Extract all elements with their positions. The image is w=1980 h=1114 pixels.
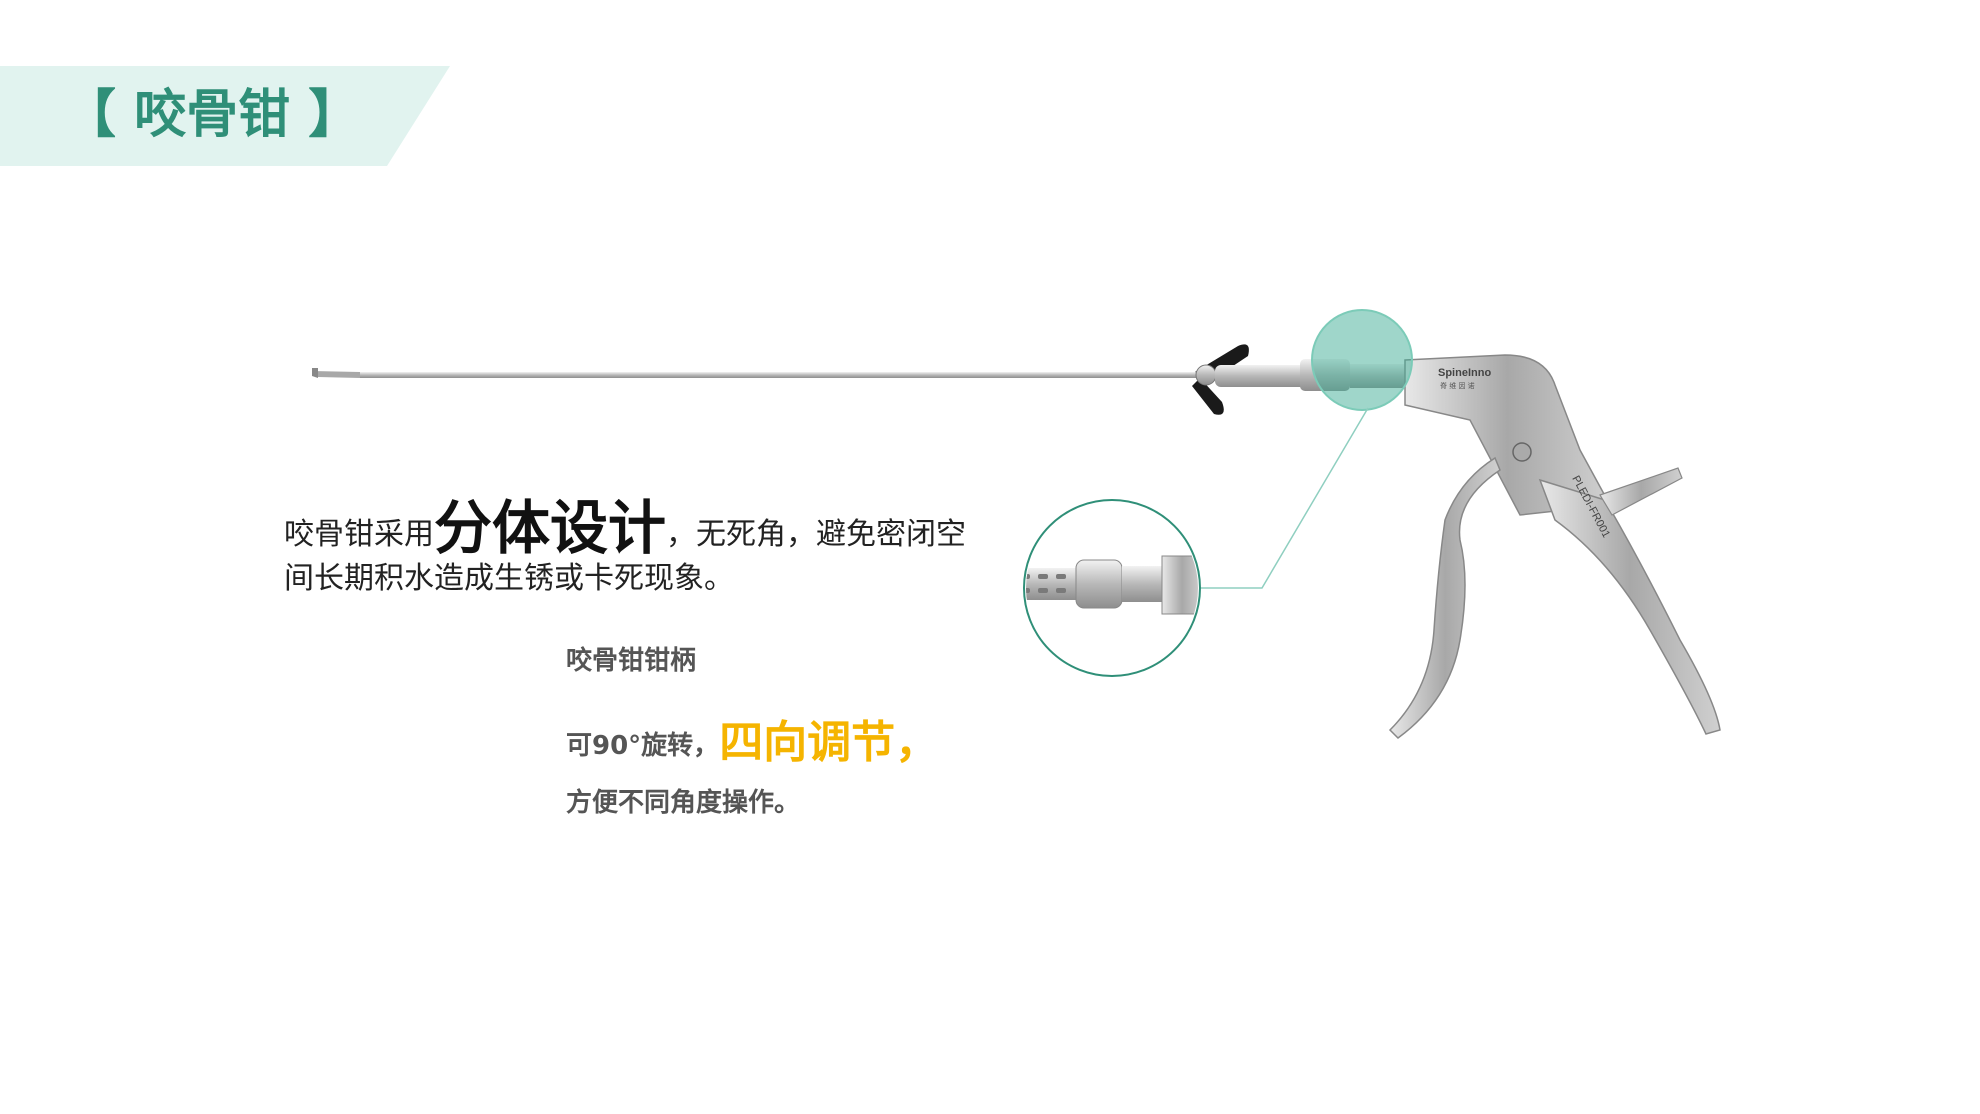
desc-line2: 间长期积水造成生锈或卡死现象。 (284, 561, 734, 596)
four-way-highlight: 四向调节， (719, 717, 940, 768)
desc-prefix: 咬骨钳采用 (284, 517, 434, 552)
handle-section-title: 咬骨钳钳柄 (566, 646, 697, 676)
callout-line (1195, 407, 1369, 589)
split-design-description: 咬骨钳采用分体设计，无死角，避免密闭空 间长期积水造成生锈或卡死现象。 (284, 488, 984, 601)
highlight-circle (1311, 309, 1413, 411)
rongeur-shaft (312, 368, 1220, 378)
desc-suffix: ，无死角，避免密闭空 (666, 517, 967, 552)
brand-label: SpineInno (1438, 367, 1491, 379)
rotation-line: 可90°旋转，四向调节， (566, 706, 939, 770)
split-design-highlight: 分体设计 (434, 494, 667, 562)
brand-sub-label: 脊 维 因 诺 (1440, 381, 1475, 390)
operation-line: 方便不同角度操作。 (566, 788, 801, 818)
page-title: 【 咬骨钳 】 (64, 85, 361, 145)
title-banner (0, 66, 450, 166)
zoom-detail-circle (1023, 499, 1201, 677)
rongeur-handle: SpineInno 脊 维 因 诺 PLEDI-FR001 (1388, 354, 1721, 739)
rotation-prefix: 可90°旋转， (566, 731, 720, 761)
